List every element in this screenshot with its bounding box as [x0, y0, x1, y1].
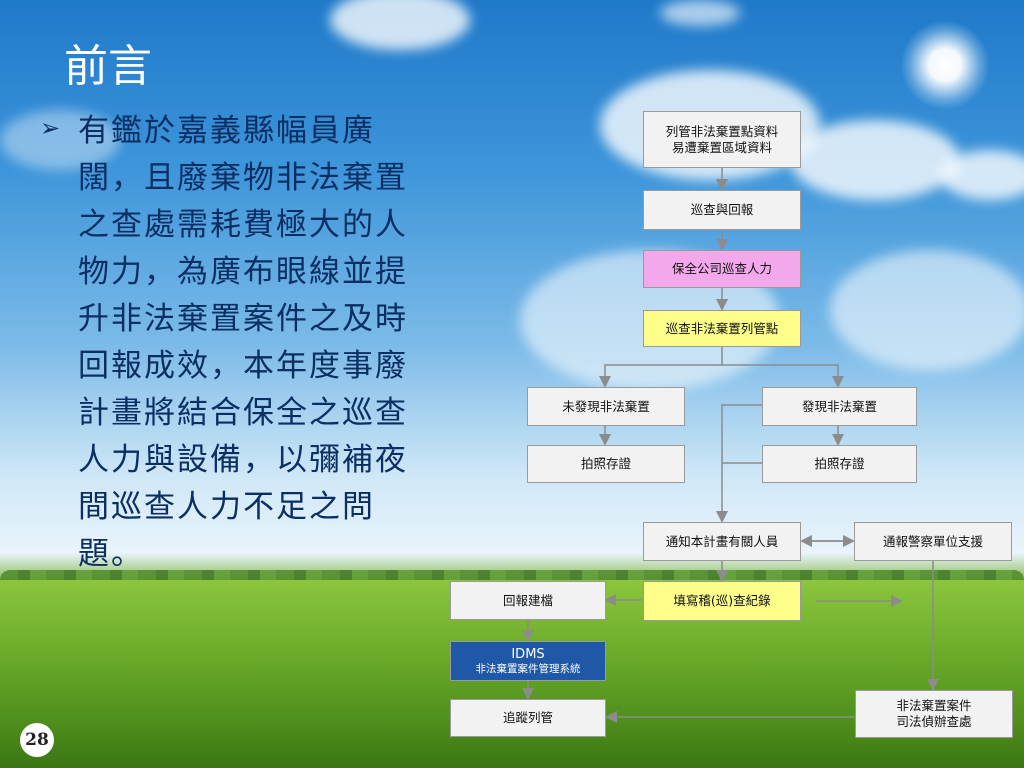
idms-title: IDMS	[511, 646, 545, 662]
judicial-line2: 司法偵辦查處	[896, 714, 972, 729]
page-number-badge: 28	[20, 723, 54, 757]
idms-subtitle: 非法棄置案件管理系統	[475, 662, 581, 675]
report-file-box: 回報建檔	[450, 581, 606, 620]
cloud	[660, 0, 740, 26]
list-data-line2: 易遭棄置區域資料	[671, 139, 772, 155]
found-box: 發現非法棄置	[762, 387, 917, 426]
cloud	[940, 150, 1024, 200]
photo-evidence-left-box: 拍照存證	[527, 445, 685, 483]
cloud	[0, 110, 120, 170]
sun	[900, 20, 990, 110]
arrow-bullet-icon: ➢	[40, 114, 61, 142]
bullet-text: 有鑑於嘉義縣幅員廣闊，且廢棄物非法棄置之查處需耗費極大的人物力，為廣布眼線並提升…	[78, 113, 408, 572]
fill-record-box: 填寫稽(巡)查紀錄	[643, 581, 801, 621]
notify-staff-box: 通知本計畫有關人員	[643, 522, 801, 561]
judicial-box: 非法棄置案件 司法偵辦查處	[855, 690, 1013, 738]
photo-evidence-right-box: 拍照存證	[762, 445, 917, 483]
idms-box: IDMS 非法棄置案件管理系統	[450, 641, 606, 681]
cloud	[330, 0, 470, 50]
slide-title: 前言	[64, 41, 152, 92]
notify-police-box: 通報警察單位支援	[854, 522, 1012, 561]
patrol-report-box: 巡查與回報	[643, 190, 801, 230]
not-found-box: 未發現非法棄置	[527, 387, 685, 426]
track-box: 追蹤列管	[450, 699, 606, 737]
cloud	[830, 250, 1024, 370]
patrol-points-box: 巡查非法棄置列管點	[643, 310, 801, 347]
list-data-box: 列管非法棄置點資料 易遭棄置區域資料	[643, 111, 801, 168]
security-patrol-box: 保全公司巡查人力	[643, 250, 801, 288]
list-data-line1: 列管非法棄置點資料	[665, 123, 779, 139]
cloud	[790, 120, 960, 200]
judicial-line1: 非法棄置案件	[896, 698, 972, 713]
